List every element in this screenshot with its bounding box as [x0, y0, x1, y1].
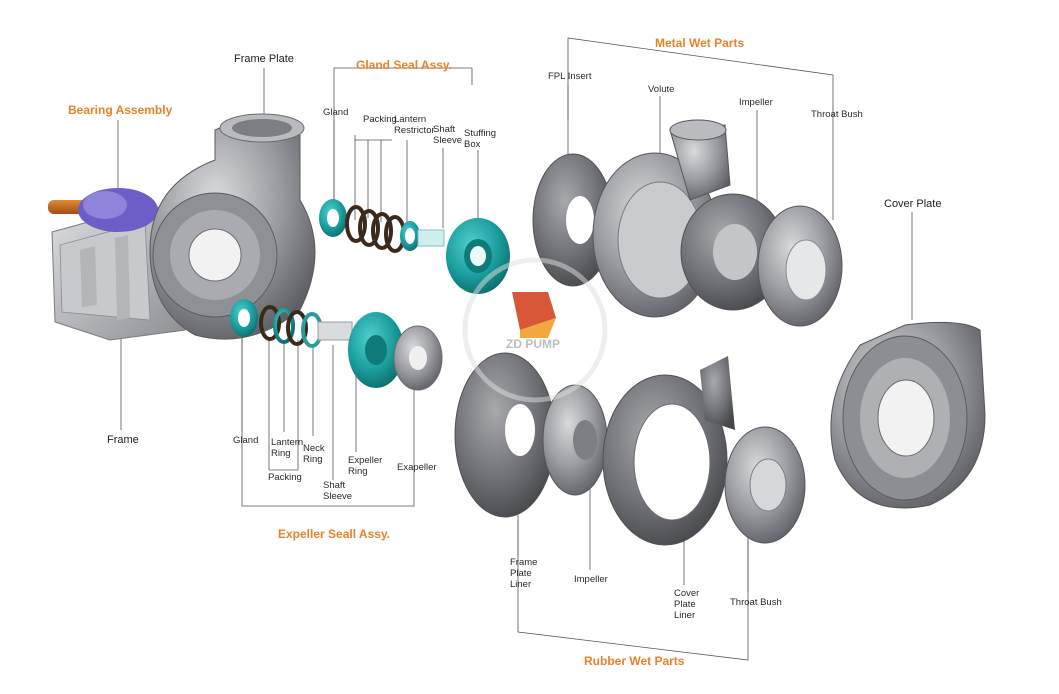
- label-cover-plate: Cover Plate: [884, 198, 942, 210]
- frame-plate-part: [149, 113, 316, 340]
- label-rw-impeller: Impeller: [574, 574, 608, 585]
- label-frame-plate: Frame Plate: [234, 53, 294, 65]
- cover-plate-part: [830, 321, 986, 509]
- label-ex-lantern-ring: Lantern Ring: [271, 437, 304, 459]
- label-mw-impeller: Impeller: [739, 97, 773, 108]
- label-ex-gland: Gland: [233, 435, 259, 446]
- label-rw-frame-plate-liner: Frame Plate Liner: [510, 557, 538, 590]
- heading-metal-wet-parts: Metal Wet Parts: [655, 36, 745, 50]
- heading-expeller-seal: Expeller Seall Assy.: [278, 527, 391, 541]
- label-mw-throat-bush: Throat Bush: [811, 109, 863, 120]
- watermark-text: ZD PUMP: [506, 337, 560, 351]
- label-ex-packing: Packing: [268, 472, 302, 483]
- frame-part: [51, 204, 186, 341]
- label-ex-neck-ring: Neck Ring: [303, 443, 325, 465]
- label-ex-expeller-ring: Expeller Ring: [348, 455, 383, 477]
- label-ex-shaft-sleeve: Shaft Sleeve: [323, 480, 353, 502]
- zd-pump-logo: [462, 257, 608, 403]
- label-gs-packing: Packing: [363, 114, 397, 125]
- metal-wet-parts: [532, 119, 843, 327]
- heading-rubber-wet-parts: Rubber Wet Parts: [584, 654, 685, 668]
- rubber-wet-parts: [454, 352, 806, 546]
- label-ex-exapeller: Exapeller: [397, 462, 437, 473]
- label-gs-lantern-restrictor: Lantern Restrictor: [394, 114, 435, 136]
- label-frame: Frame: [107, 434, 139, 446]
- heading-bearing-assembly: Bearing Assembly: [68, 103, 173, 117]
- label-rw-cover-plate-liner: Cover Plate Liner: [674, 588, 700, 621]
- gland-seal-parts: [319, 199, 510, 294]
- label-mw-fpl-insert: FPL Insert: [548, 71, 592, 82]
- leader-lines: [117, 37, 913, 661]
- label-gs-stuffing-box: Stuffing Box: [464, 128, 497, 150]
- expeller-seal-parts: [230, 299, 443, 391]
- label-rw-throat-bush: Throat Bush: [730, 597, 782, 608]
- heading-gland-seal: Gland Seal Assy.: [356, 58, 453, 72]
- label-gs-shaft-sleeve: Shaft Sleeve: [433, 124, 463, 146]
- label-gs-gland: Gland: [323, 107, 349, 118]
- label-mw-volute: Volute: [648, 84, 675, 95]
